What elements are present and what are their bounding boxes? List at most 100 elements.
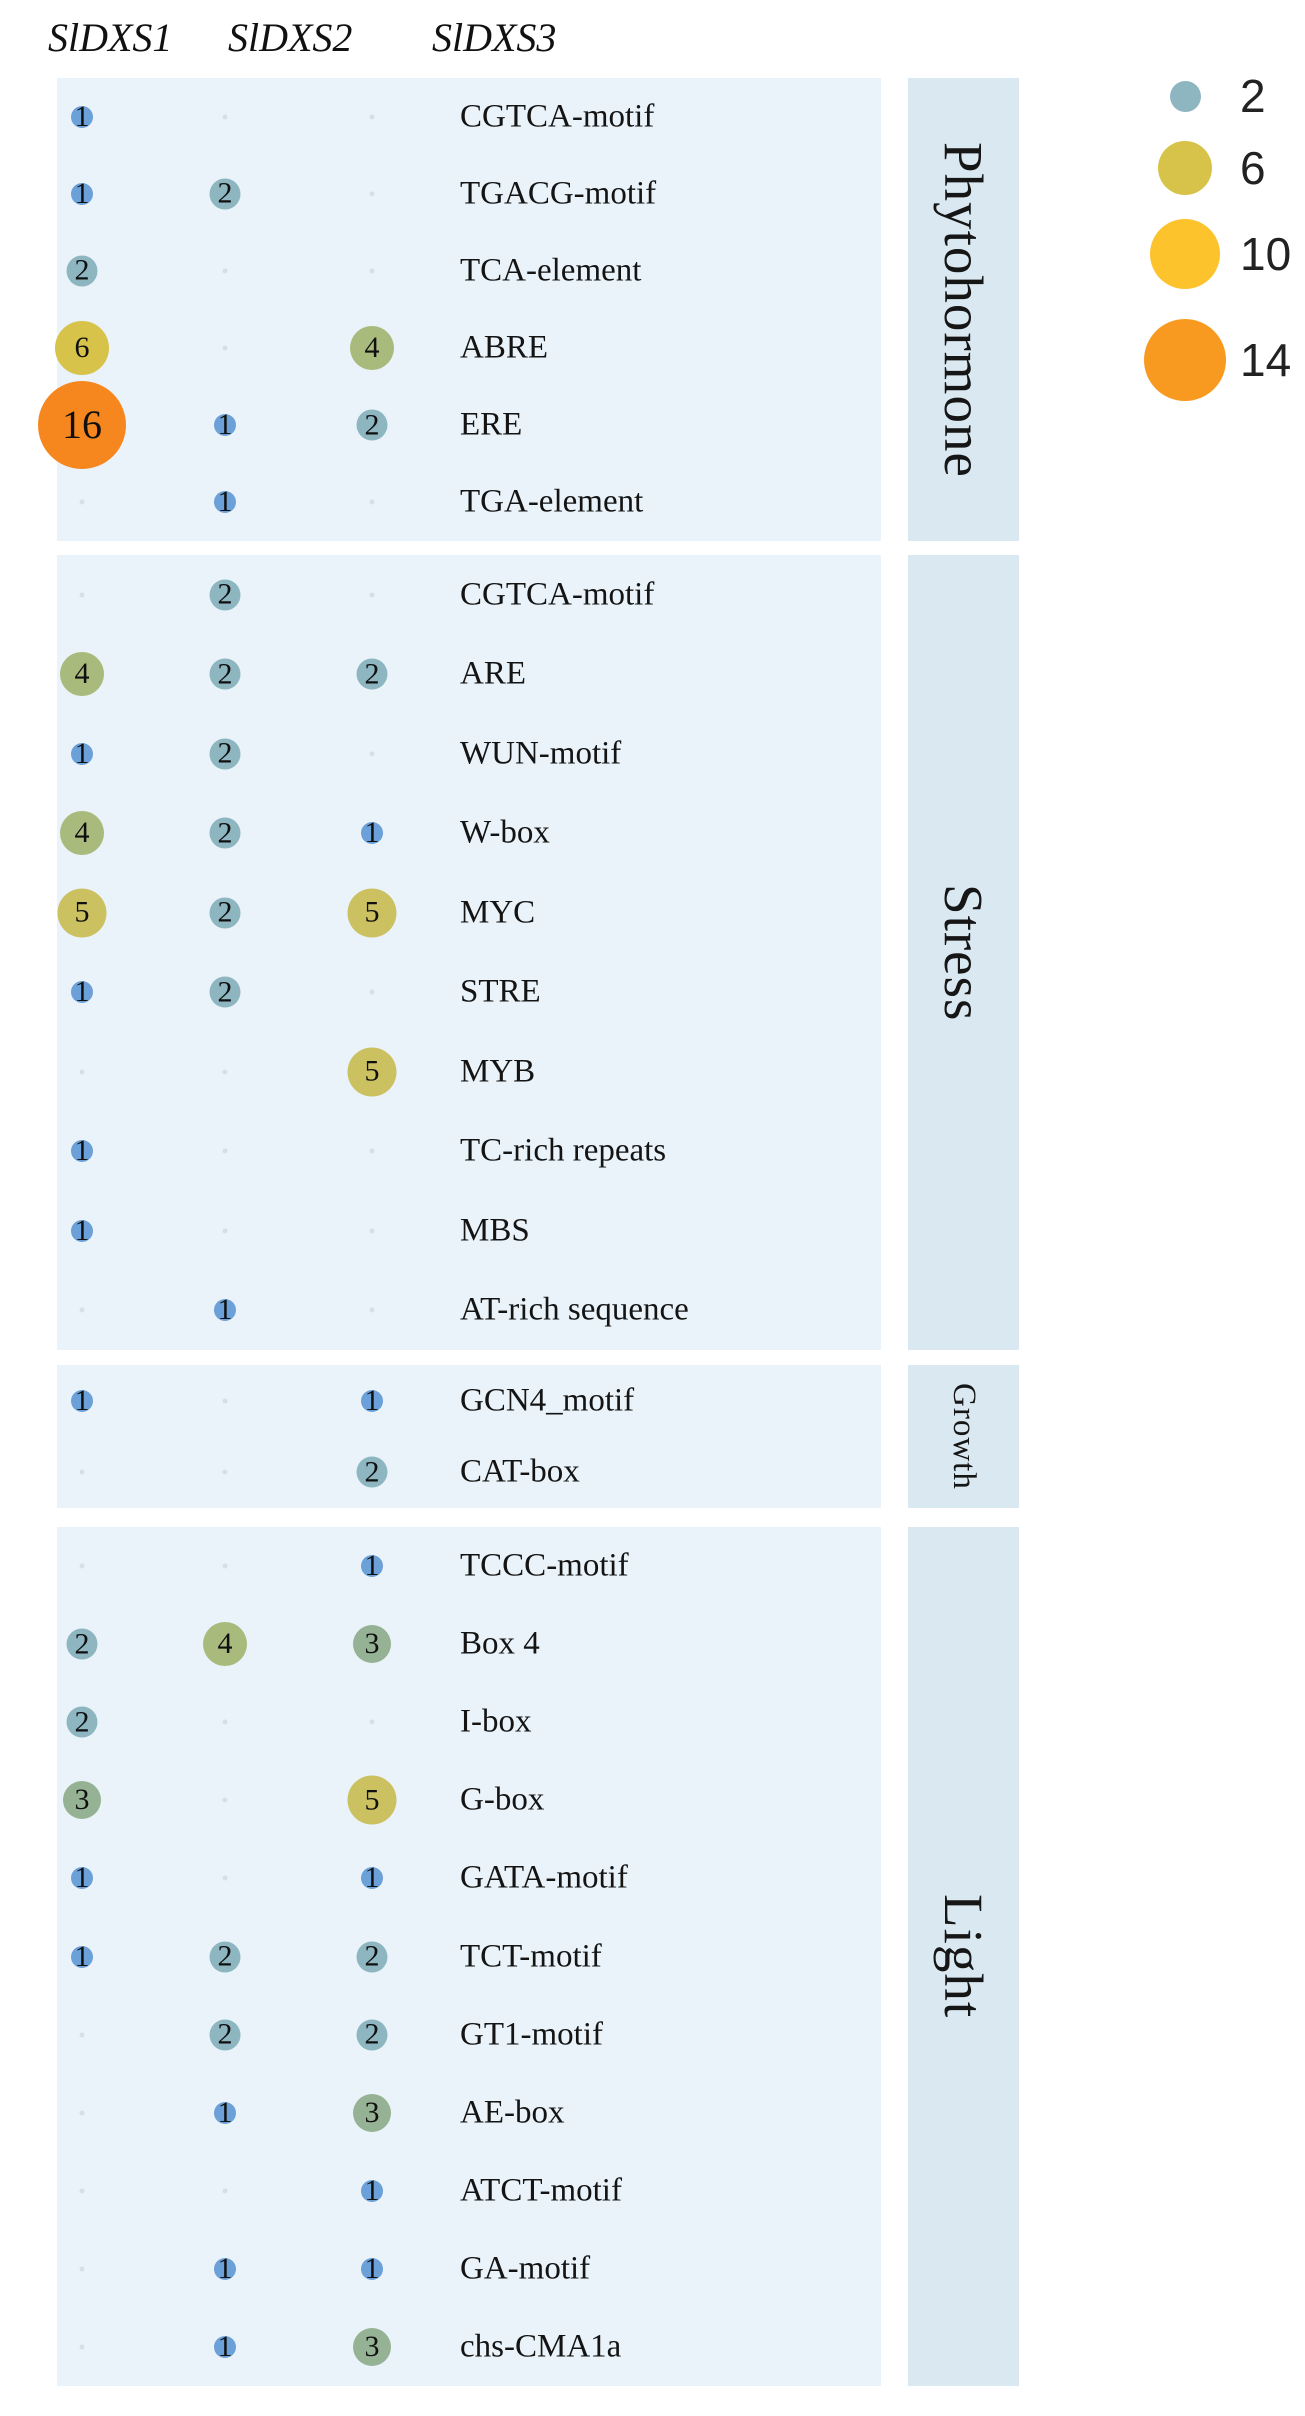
- count-bubble: 3: [353, 2093, 391, 2132]
- count-value: 1: [364, 2251, 380, 2285]
- count-bubble: 1: [71, 977, 93, 1007]
- count-bubble: 2: [209, 579, 241, 611]
- empty-dot: [222, 1069, 228, 1075]
- empty-dot: [79, 2188, 85, 2194]
- motif-label: GATA-motif: [460, 1859, 628, 1896]
- motif-label: GT1-motif: [460, 2016, 603, 2053]
- count-bubble: 4: [350, 326, 394, 371]
- count-bubble: 1: [361, 1863, 383, 1893]
- count-bubble: 4: [60, 811, 104, 856]
- motif-label: TCA-element: [460, 252, 642, 289]
- count-bubble: 1: [361, 1863, 383, 1893]
- count-bubble: 2: [209, 976, 241, 1008]
- count-value: 1: [74, 176, 90, 210]
- motif-label: MYC: [460, 894, 536, 931]
- empty-dot: [222, 1875, 228, 1881]
- legend-label: 10: [1240, 228, 1292, 280]
- count-value: 1: [74, 975, 90, 1009]
- count-bubble: 2: [356, 1456, 388, 1488]
- count-value: 2: [217, 2017, 233, 2051]
- count-bubble: 1: [71, 1941, 93, 1971]
- count-value: 1: [217, 2251, 233, 2285]
- count-bubble: 1: [214, 2253, 236, 2283]
- count-value: 4: [74, 816, 90, 850]
- column-header-sldxs1: SlDXS1: [48, 15, 173, 60]
- empty-dot: [369, 114, 375, 120]
- count-bubble: 5: [347, 1775, 397, 1825]
- count-value: 16: [62, 402, 102, 448]
- count-bubble: 3: [353, 2093, 391, 2132]
- count-bubble: 5: [347, 888, 397, 938]
- count-bubble: 1: [214, 2253, 236, 2283]
- motif-row: 1 1 GATA-motif: [57, 1839, 881, 1917]
- empty-dot: [369, 268, 375, 274]
- empty-dot: [369, 1719, 375, 1725]
- empty-dot: [369, 268, 375, 274]
- count-value: 1: [364, 1861, 380, 1895]
- count-value: 4: [217, 1627, 233, 1661]
- count-bubble: 5: [347, 1047, 397, 1097]
- empty-dot: [369, 1307, 375, 1313]
- count-bubble: 1: [361, 2253, 383, 2283]
- motif-row: 2 TCA-element: [57, 232, 881, 309]
- empty-dot: [369, 592, 375, 598]
- count-bubble: 1: [71, 1385, 93, 1415]
- count-bubble: 2: [209, 178, 241, 210]
- empty-dot: [79, 1469, 85, 1475]
- motif-label: TGACG-motif: [460, 175, 657, 212]
- empty-dot: [79, 2266, 85, 2272]
- count-bubble: 2: [66, 1627, 98, 1661]
- motif-label: CAT-box: [460, 1453, 580, 1490]
- count-bubble: 1: [214, 2331, 236, 2361]
- motif-label: TCCC-motif: [460, 1547, 629, 1584]
- count-bubble: 1: [71, 1863, 93, 1893]
- count-bubble: 2: [356, 1941, 388, 1973]
- count-bubble: 3: [353, 2327, 391, 2366]
- count-value: 1: [364, 816, 380, 850]
- empty-dot: [222, 1719, 228, 1725]
- count-value: 2: [74, 1627, 90, 1661]
- empty-dot: [222, 1875, 228, 1881]
- empty-dot: [222, 1797, 228, 1803]
- motif-row: 1 2 TGACG-motif: [57, 155, 881, 232]
- empty-dot: [222, 1398, 228, 1404]
- motif-label: GCN4_motif: [460, 1382, 635, 1419]
- count-value: 2: [364, 408, 380, 442]
- empty-dot: [222, 345, 228, 351]
- empty-dot: [222, 1469, 228, 1475]
- empty-dot: [369, 592, 375, 598]
- count-bubble: 2: [66, 253, 98, 287]
- count-value: 1: [364, 1549, 380, 1583]
- count-value: 4: [364, 331, 380, 365]
- count-value: 1: [217, 1293, 233, 1327]
- empty-dot: [79, 1069, 85, 1075]
- count-value: 5: [364, 895, 380, 929]
- empty-dot: [222, 1797, 228, 1803]
- motif-label: W-box: [460, 814, 550, 851]
- count-bubble: 2: [209, 658, 241, 690]
- count-bubble: 1: [71, 1385, 93, 1415]
- motif-label: chs-CMA1a: [460, 2328, 622, 2365]
- empty-dot: [369, 1228, 375, 1234]
- count-bubble: 5: [347, 1047, 397, 1097]
- count-bubble: 1: [71, 977, 93, 1007]
- count-value: 1: [74, 1939, 90, 1973]
- count-bubble: 3: [353, 1625, 391, 1664]
- count-bubble: 2: [209, 2017, 241, 2051]
- legend-label: 6: [1240, 142, 1266, 194]
- legend-bubble: [1158, 141, 1212, 195]
- count-value: 2: [364, 657, 380, 691]
- count-value: 3: [364, 1627, 380, 1661]
- count-value: 1: [217, 408, 233, 442]
- count-bubble: 1: [361, 2253, 383, 2283]
- legend-bubble: [1144, 319, 1226, 401]
- count-value: 2: [74, 253, 90, 287]
